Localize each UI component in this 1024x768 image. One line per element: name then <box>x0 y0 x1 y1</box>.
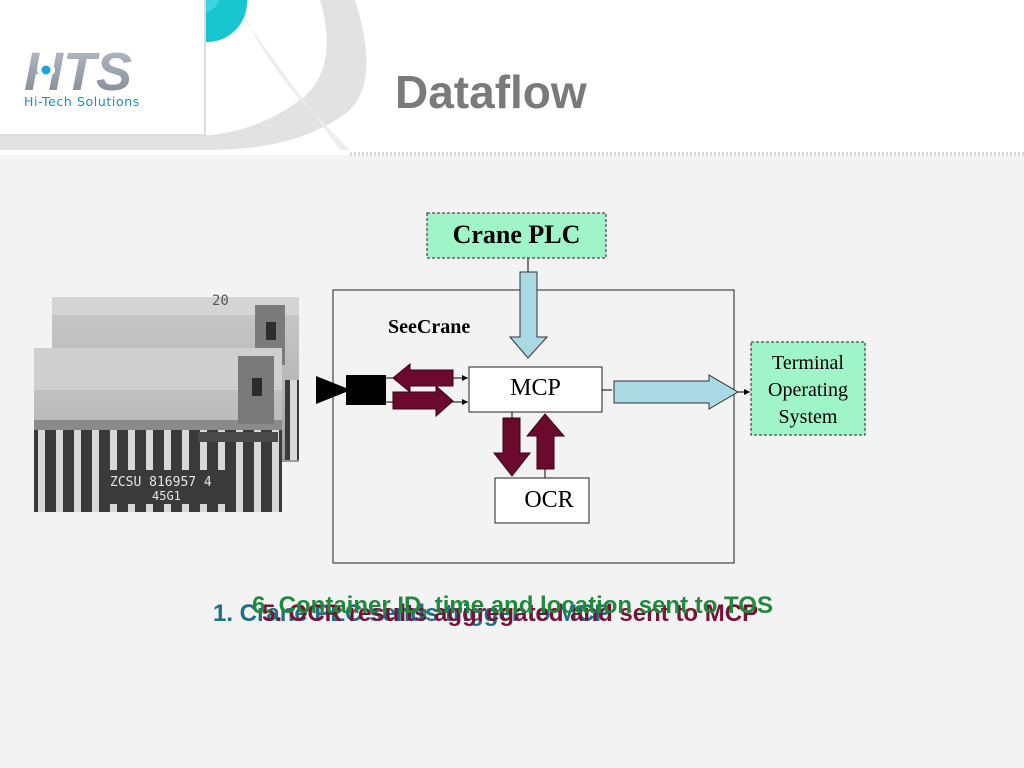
caption-step-6: 6. Container ID, time and location sent … <box>252 592 773 619</box>
camera-icon <box>316 375 386 405</box>
svg-text:20: 20 <box>212 293 229 309</box>
mcp-label: MCP <box>510 375 561 401</box>
mcp-to-ocr-arrow <box>492 417 532 477</box>
tos-label: Terminal Operating System <box>751 350 865 431</box>
mcp-to-tos-arrow <box>613 374 739 410</box>
mcp-to-camera-arrow <box>392 362 454 394</box>
container-photo-front: ZCSU 816957 4 45G1 <box>34 348 282 512</box>
hts-logo-icon: HTS <box>24 42 132 98</box>
crane-plc-box <box>426 212 607 259</box>
crane-plc-label: Crane PLC <box>452 220 581 249</box>
slide-title: Dataflow <box>395 66 587 118</box>
ocr-label: OCR <box>524 487 574 513</box>
seecrane-label: SeeCrane <box>388 316 471 338</box>
header-divider <box>350 152 1024 156</box>
ocr-box <box>494 477 590 524</box>
logo-panel: HTS Hi-Tech Solutions <box>0 0 206 136</box>
caption-step-5: 5. OCR results aggregated and sent to MC… <box>262 600 759 627</box>
ocr-to-mcp-arrow <box>525 413 566 470</box>
logo-tagline: Hi-Tech Solutions <box>24 94 140 109</box>
tos-box <box>750 341 866 436</box>
caption-step-1: 1. Crane PLC sends trigger to MCP <box>213 600 611 627</box>
tos-label-line-3: System <box>778 406 838 428</box>
svg-text:45G1: 45G1 <box>152 489 181 503</box>
camera-to-mcp-arrow <box>392 384 454 418</box>
plc-to-mcp-arrow <box>508 271 549 359</box>
tos-label-line-1: Terminal <box>772 352 844 374</box>
tos-label-line-2: Operating <box>768 379 848 401</box>
svg-text:ZCSU 816957 4: ZCSU 816957 4 <box>110 475 212 490</box>
step-captions: 1. Crane PLC sends trigger to MCP 5. OCR… <box>0 592 1024 632</box>
mcp-box <box>468 366 603 413</box>
